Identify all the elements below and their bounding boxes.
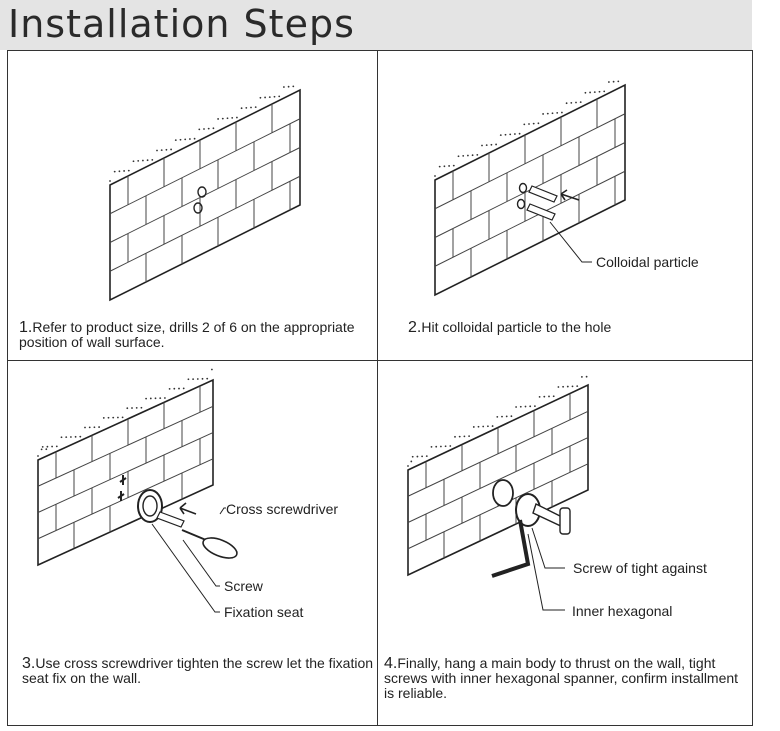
header-bar: Installation Steps [0,0,752,50]
wall-illustration-1 [109,85,301,302]
label-screw: Screw [224,578,263,594]
step-text: Refer to product size, drills 2 of 6 on … [19,319,355,350]
fixation-seat-illustration [137,489,163,523]
screwdriver-illustration [181,529,238,559]
step-text: Hit colloidal particle to the hole [421,319,612,335]
step-number: 1. [19,319,33,336]
step-number: 3. [22,655,36,672]
steps-grid [7,50,753,726]
label-screw-of-tight-against: Screw of tight against [573,560,707,576]
step-3: 3.Use cross screwdriver tighten the scre… [22,656,374,686]
arrow-icon [560,189,580,201]
step-4: 4.Finally, hang a main body to thrust on… [384,656,746,701]
page-title: Installation Steps [8,2,355,46]
step-text: Finally, hang a main body to thrust on t… [384,655,739,701]
grid-divider-vertical [377,50,378,726]
wall-illustration-2 [434,80,626,297]
accessory-body-illustration [492,479,571,535]
label-inner-hexagonal: Inner hexagonal [572,603,673,619]
step-number: 2. [408,319,422,336]
step-2: 2.Hit colloidal particle to the hole [408,319,748,336]
label-colloidal-particle: Colloidal particle [596,254,699,270]
label-fixation-seat: Fixation seat [224,604,304,620]
screw-illustration [156,511,185,528]
hex-key-illustration [491,519,531,578]
wall-illustration-4 [407,375,589,577]
label-cross-screwdriver: Cross screwdriver [226,501,339,517]
step-text: Use cross screwdriver tighten the screw … [22,655,374,686]
arrow-icon [179,502,197,515]
grid-divider-horizontal [7,360,753,361]
colloidal-particle-plugs [526,185,558,221]
wall-illustration-3 [37,368,214,567]
step-1: 1.Refer to product size, drills 2 of 6 o… [19,320,369,350]
step-number: 4. [384,655,398,672]
